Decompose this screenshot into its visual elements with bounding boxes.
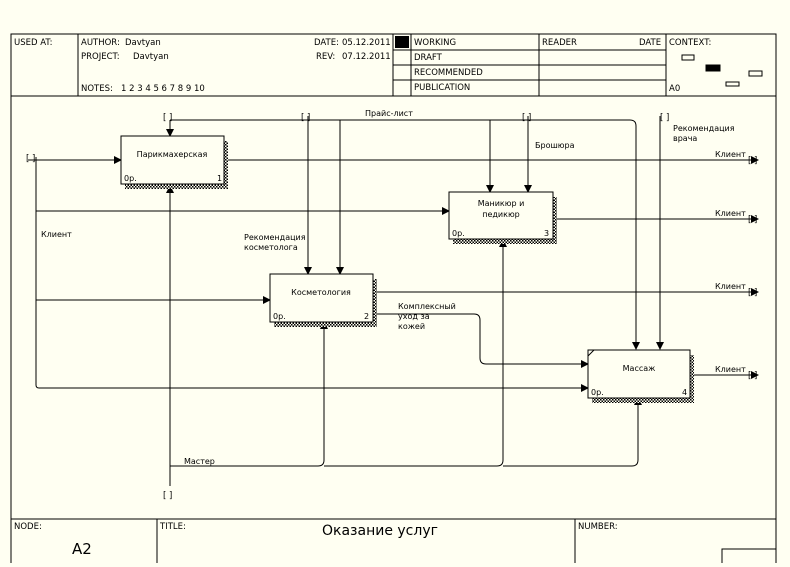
box-hair-cost: 0р. bbox=[124, 174, 137, 183]
used-at-label: USED AT: bbox=[14, 38, 53, 48]
reader-date-label: DATE bbox=[639, 38, 661, 48]
box-massage-number: 4 bbox=[682, 388, 687, 397]
box-massage-cost: 0р. bbox=[591, 388, 604, 397]
status-publication: PUBLICATION bbox=[414, 83, 470, 93]
context-thumbnail bbox=[681, 54, 763, 87]
arrow-price-massage bbox=[170, 119, 640, 350]
footer-frame bbox=[10, 518, 777, 567]
svg-text:[ ]: [ ] bbox=[163, 491, 172, 501]
number-label: NUMBER: bbox=[578, 522, 618, 532]
working-status-marker bbox=[395, 36, 409, 48]
svg-text:[ ]: [ ] bbox=[748, 371, 757, 381]
title-label: TITLE: bbox=[159, 522, 186, 532]
arrow-master-manicure bbox=[324, 239, 507, 467]
box-massage-label: Массаж bbox=[623, 364, 656, 373]
label-brochure: Брошюра bbox=[535, 141, 575, 150]
notes-value: 1 2 3 4 5 6 7 8 9 10 bbox=[121, 84, 205, 94]
box-hair-number: 1 bbox=[217, 174, 222, 183]
context-node: A0 bbox=[669, 84, 680, 94]
label-client-out-2: Клиент bbox=[715, 209, 746, 218]
node-label: NODE: bbox=[14, 522, 42, 532]
rev-label: REV: bbox=[316, 52, 335, 62]
svg-text:[ ]: [ ] bbox=[748, 215, 757, 225]
box-cosm-label: Косметология bbox=[291, 288, 351, 297]
notes-label: NOTES: bbox=[81, 84, 113, 94]
svg-text:[ ]: [ ] bbox=[660, 113, 669, 123]
rev-value: 07.12.2011 bbox=[342, 52, 391, 62]
reader-label: READER bbox=[542, 38, 577, 48]
label-client-out-1: Клиент bbox=[715, 150, 746, 159]
svg-text:[ ]: [ ] bbox=[748, 288, 757, 298]
activity-box-massage[interactable]: Массаж 0р. 4 bbox=[587, 349, 694, 403]
tunnel-markers: [ ] [ ] [ ] [ ] [ ] [ ] [ ] [ ] [ ] [ ] bbox=[26, 113, 757, 501]
context-label: CONTEXT: bbox=[669, 38, 711, 48]
author-label: AUTHOR: bbox=[81, 38, 120, 48]
box-manicure-number: 3 bbox=[544, 229, 549, 238]
svg-text:[ ]: [ ] bbox=[163, 113, 172, 123]
arrows bbox=[28, 116, 759, 486]
svg-text:[ ]: [ ] bbox=[522, 113, 531, 123]
label-client-in: Клиент bbox=[41, 230, 72, 239]
arrow-complex-care bbox=[373, 313, 589, 368]
status-draft: DRAFT bbox=[414, 53, 443, 63]
svg-text:[ ]: [ ] bbox=[26, 154, 35, 164]
author-value: Davtyan bbox=[125, 38, 161, 48]
date-value: 05.12.2011 bbox=[342, 38, 391, 48]
diagram-title: Оказание услуг bbox=[322, 523, 438, 539]
node-value: A2 bbox=[72, 540, 92, 558]
project-label: PROJECT: bbox=[81, 52, 120, 62]
activity-box-hair[interactable]: Парикмахерская 0р. 1 bbox=[120, 135, 228, 189]
arrow-master-cosm bbox=[170, 321, 328, 467]
box-hair-label: Парикмахерская bbox=[137, 150, 208, 159]
project-value: Davtyan bbox=[133, 52, 169, 62]
status-working: WORKING bbox=[414, 38, 456, 48]
activity-box-cosmetology[interactable]: Косметология 0р. 2 bbox=[269, 273, 377, 327]
svg-text:[ ]: [ ] bbox=[748, 156, 757, 166]
status-recommended: RECOMMENDED bbox=[414, 68, 483, 78]
label-client-out-3: Клиент bbox=[715, 282, 746, 291]
arrow-master-massage bbox=[503, 397, 642, 467]
date-label: DATE: bbox=[314, 38, 339, 48]
box-cosm-number: 2 bbox=[364, 312, 369, 321]
svg-text:[ ]: [ ] bbox=[301, 113, 310, 123]
arrow-client-massage bbox=[35, 157, 589, 392]
label-master: Мастер bbox=[184, 457, 215, 466]
box-manicure-cost: 0р. bbox=[452, 229, 465, 238]
label-client-out-4: Клиент bbox=[715, 365, 746, 374]
label-price-list: Прайс-лист bbox=[365, 109, 413, 118]
box-cosm-cost: 0р. bbox=[273, 312, 286, 321]
